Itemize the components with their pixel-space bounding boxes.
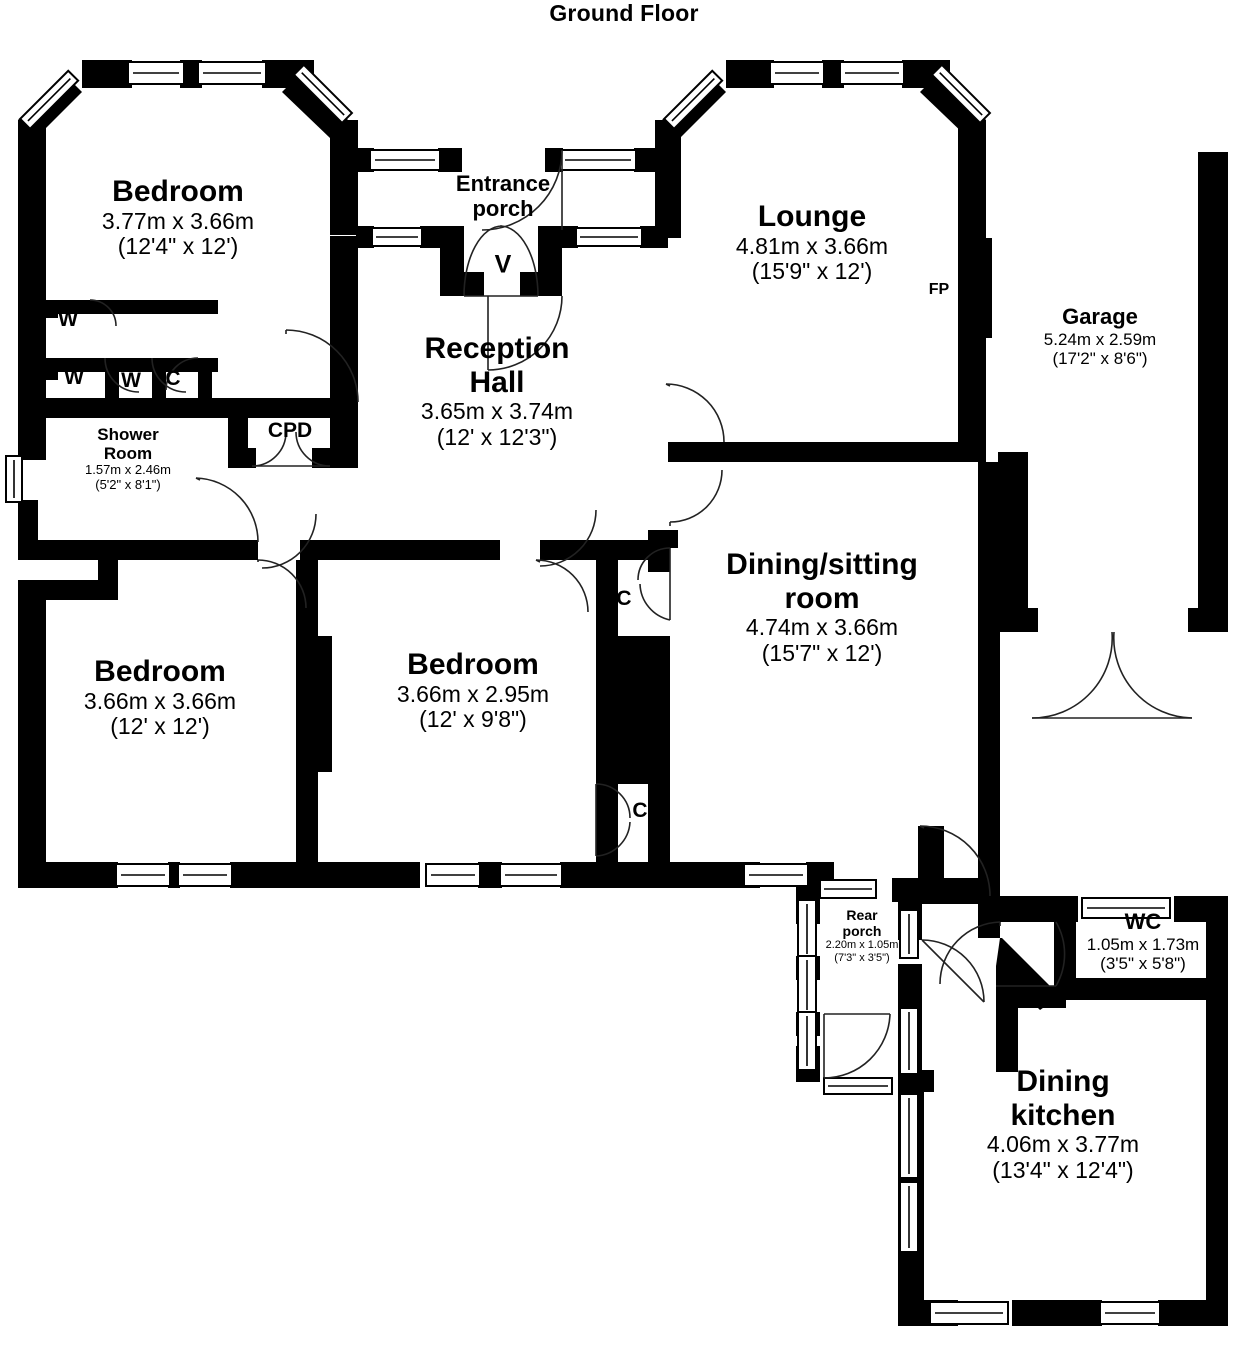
room-dim-imperial: (12'4" x 12') xyxy=(117,233,239,260)
room-label-reception-hall: Reception Hall 3.65m x 3.74m (12' x 12'3… xyxy=(421,332,573,451)
room-dim-imperial: (5'2" x 8'1") xyxy=(95,476,161,492)
room-name: Bedroom xyxy=(94,655,226,688)
room-label-bedroom-front-left: Bedroom 3.77m x 3.66m (12'4" x 12') xyxy=(102,175,254,260)
room-name-line2: Hall xyxy=(469,365,525,399)
window-bedroom-bay-right xyxy=(292,63,354,125)
wardrobe-marker-1: W xyxy=(58,308,78,331)
fireplace-marker: FP xyxy=(928,281,950,298)
room-dim-imperial: (15'7" x 12') xyxy=(761,639,883,666)
room-label-shower-room: Shower Room 1.57m x 2.46m (5'2" x 8'1") xyxy=(85,425,171,492)
room-dim-imperial: (12' x 9'8") xyxy=(419,706,527,733)
room-dim-metric: 4.74m x 3.66m xyxy=(745,614,899,641)
window-lounge-bay-right xyxy=(930,63,992,125)
room-dim-imperial: (13'4" x 12'4") xyxy=(992,1156,1134,1183)
window-lounge-bay-left xyxy=(662,69,724,131)
room-name: Lounge xyxy=(757,200,867,233)
room-name: Bedroom xyxy=(112,175,244,208)
room-dim-metric: 1.57m x 2.46m xyxy=(85,462,171,478)
window-layer xyxy=(5,61,1171,1325)
wall-layer xyxy=(18,60,1228,1326)
room-name-line1: Reception xyxy=(424,332,570,365)
room-name-line2: room xyxy=(784,581,860,615)
room-name: Bedroom xyxy=(407,648,539,681)
room-dim-imperial: (12' x 12') xyxy=(110,713,210,740)
room-name-line1: Rear xyxy=(846,907,878,923)
cupboard-marker-shower: C xyxy=(165,367,181,390)
room-name: Garage xyxy=(1062,304,1138,329)
porch-door-marker: V xyxy=(494,250,512,279)
room-label-lounge: Lounge 4.81m x 3.66m (15'9" x 12') xyxy=(736,200,888,285)
room-dim-metric: 3.66m x 3.66m xyxy=(83,687,237,714)
room-dim-metric: 4.06m x 3.77m xyxy=(986,1131,1140,1158)
room-dim-metric: 5.24m x 2.59m xyxy=(1043,329,1157,349)
room-label-dining-sitting-room: Dining/sitting room 4.74m x 3.66m (15'7"… xyxy=(726,548,918,667)
room-label-bedroom-rear-left: Bedroom 3.66m x 3.66m (12' x 12') xyxy=(84,655,236,740)
door-layer xyxy=(89,149,1193,1079)
room-label-wc: WC 1.05m x 1.73m (3'5" x 5'8") xyxy=(1086,909,1200,973)
room-dim-metric: 2.20m x 1.05m xyxy=(825,939,899,952)
room-name-line1: Dining xyxy=(1016,1065,1110,1098)
room-dim-imperial: (12' x 12'3") xyxy=(436,423,558,450)
room-label-garage: Garage 5.24m x 2.59m (17'2" x 8'6") xyxy=(1043,304,1157,368)
room-name-line1: Shower xyxy=(97,425,159,444)
room-dim-imperial: (17'2" x 8'6") xyxy=(1052,348,1148,368)
room-dim-metric: 1.05m x 1.73m xyxy=(1086,934,1200,954)
room-dim-metric: 3.77m x 3.66m xyxy=(101,207,255,234)
room-label-entrance-porch: Entrance porch xyxy=(455,171,551,221)
window-bedroom-bay-left xyxy=(18,69,80,131)
cupboard-marker-cpd: CPD xyxy=(267,419,313,442)
room-dim-imperial: (7'3" x 3'5") xyxy=(834,951,890,964)
room-name: WC xyxy=(1124,909,1162,934)
room-label-bedroom-middle: Bedroom 3.66m x 2.95m (12' x 9'8") xyxy=(397,648,549,733)
room-dim-imperial: (15'9" x 12') xyxy=(751,258,873,285)
room-dim-metric: 3.66m x 2.95m xyxy=(396,680,550,707)
room-label-rear-porch: Rear porch 2.20m x 1.05m (7'3" x 3'5") xyxy=(825,907,899,964)
room-label-dining-kitchen: Dining kitchen 4.06m x 3.77m (13'4" x 12… xyxy=(987,1065,1139,1184)
room-dim-metric: 3.65m x 3.74m xyxy=(420,398,574,425)
wardrobe-marker-2: W xyxy=(64,366,84,389)
room-name-line2: porch xyxy=(472,195,534,221)
room-dim-imperial: (3'5" x 5'8") xyxy=(1100,953,1186,973)
cupboard-marker-hall-upper: C xyxy=(616,587,632,610)
room-name-line2: porch xyxy=(842,922,882,939)
room-name-line2: Room xyxy=(103,444,153,464)
wardrobe-marker-3: W xyxy=(121,369,141,392)
cupboard-marker-hall-lower: C xyxy=(632,799,648,822)
room-dim-metric: 4.81m x 3.66m xyxy=(735,232,889,259)
page-title: Ground Floor xyxy=(549,0,699,26)
room-name-line2: kitchen xyxy=(1010,1098,1116,1132)
room-name-line1: Entrance xyxy=(455,171,551,196)
room-name-line1: Dining/sitting xyxy=(726,548,918,581)
